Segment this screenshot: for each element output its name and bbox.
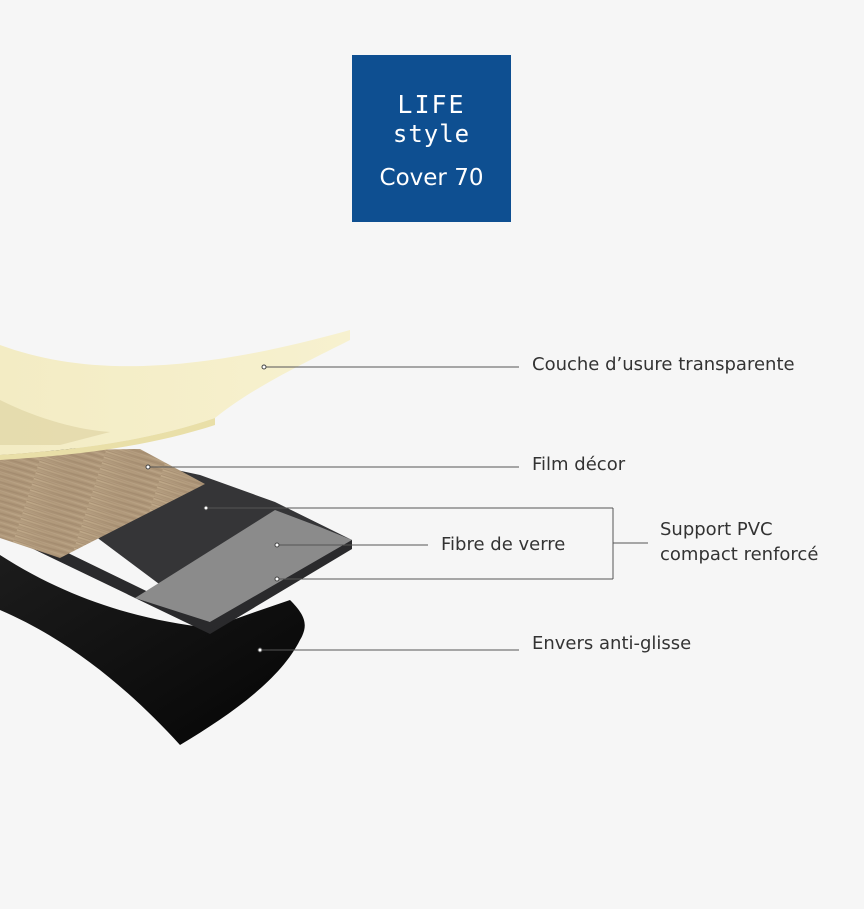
label-support-pvc: Support PVC compact renforcé bbox=[660, 517, 818, 567]
label-decor-film: Film décor bbox=[532, 453, 625, 477]
label-support-line2: compact renforcé bbox=[660, 542, 818, 567]
label-backing: Envers anti-glisse bbox=[532, 632, 691, 656]
logo-style-text: style bbox=[352, 121, 511, 147]
logo-life-text: LIFE bbox=[352, 91, 511, 119]
label-wear-layer: Couche d’usure transparente bbox=[532, 353, 795, 377]
logo-cover-text: Cover 70 bbox=[352, 164, 511, 192]
label-support-line1: Support PVC bbox=[660, 517, 818, 542]
label-fiberglass: Fibre de verre bbox=[441, 533, 565, 557]
product-logo: LIFE style Cover 70 bbox=[352, 55, 511, 222]
